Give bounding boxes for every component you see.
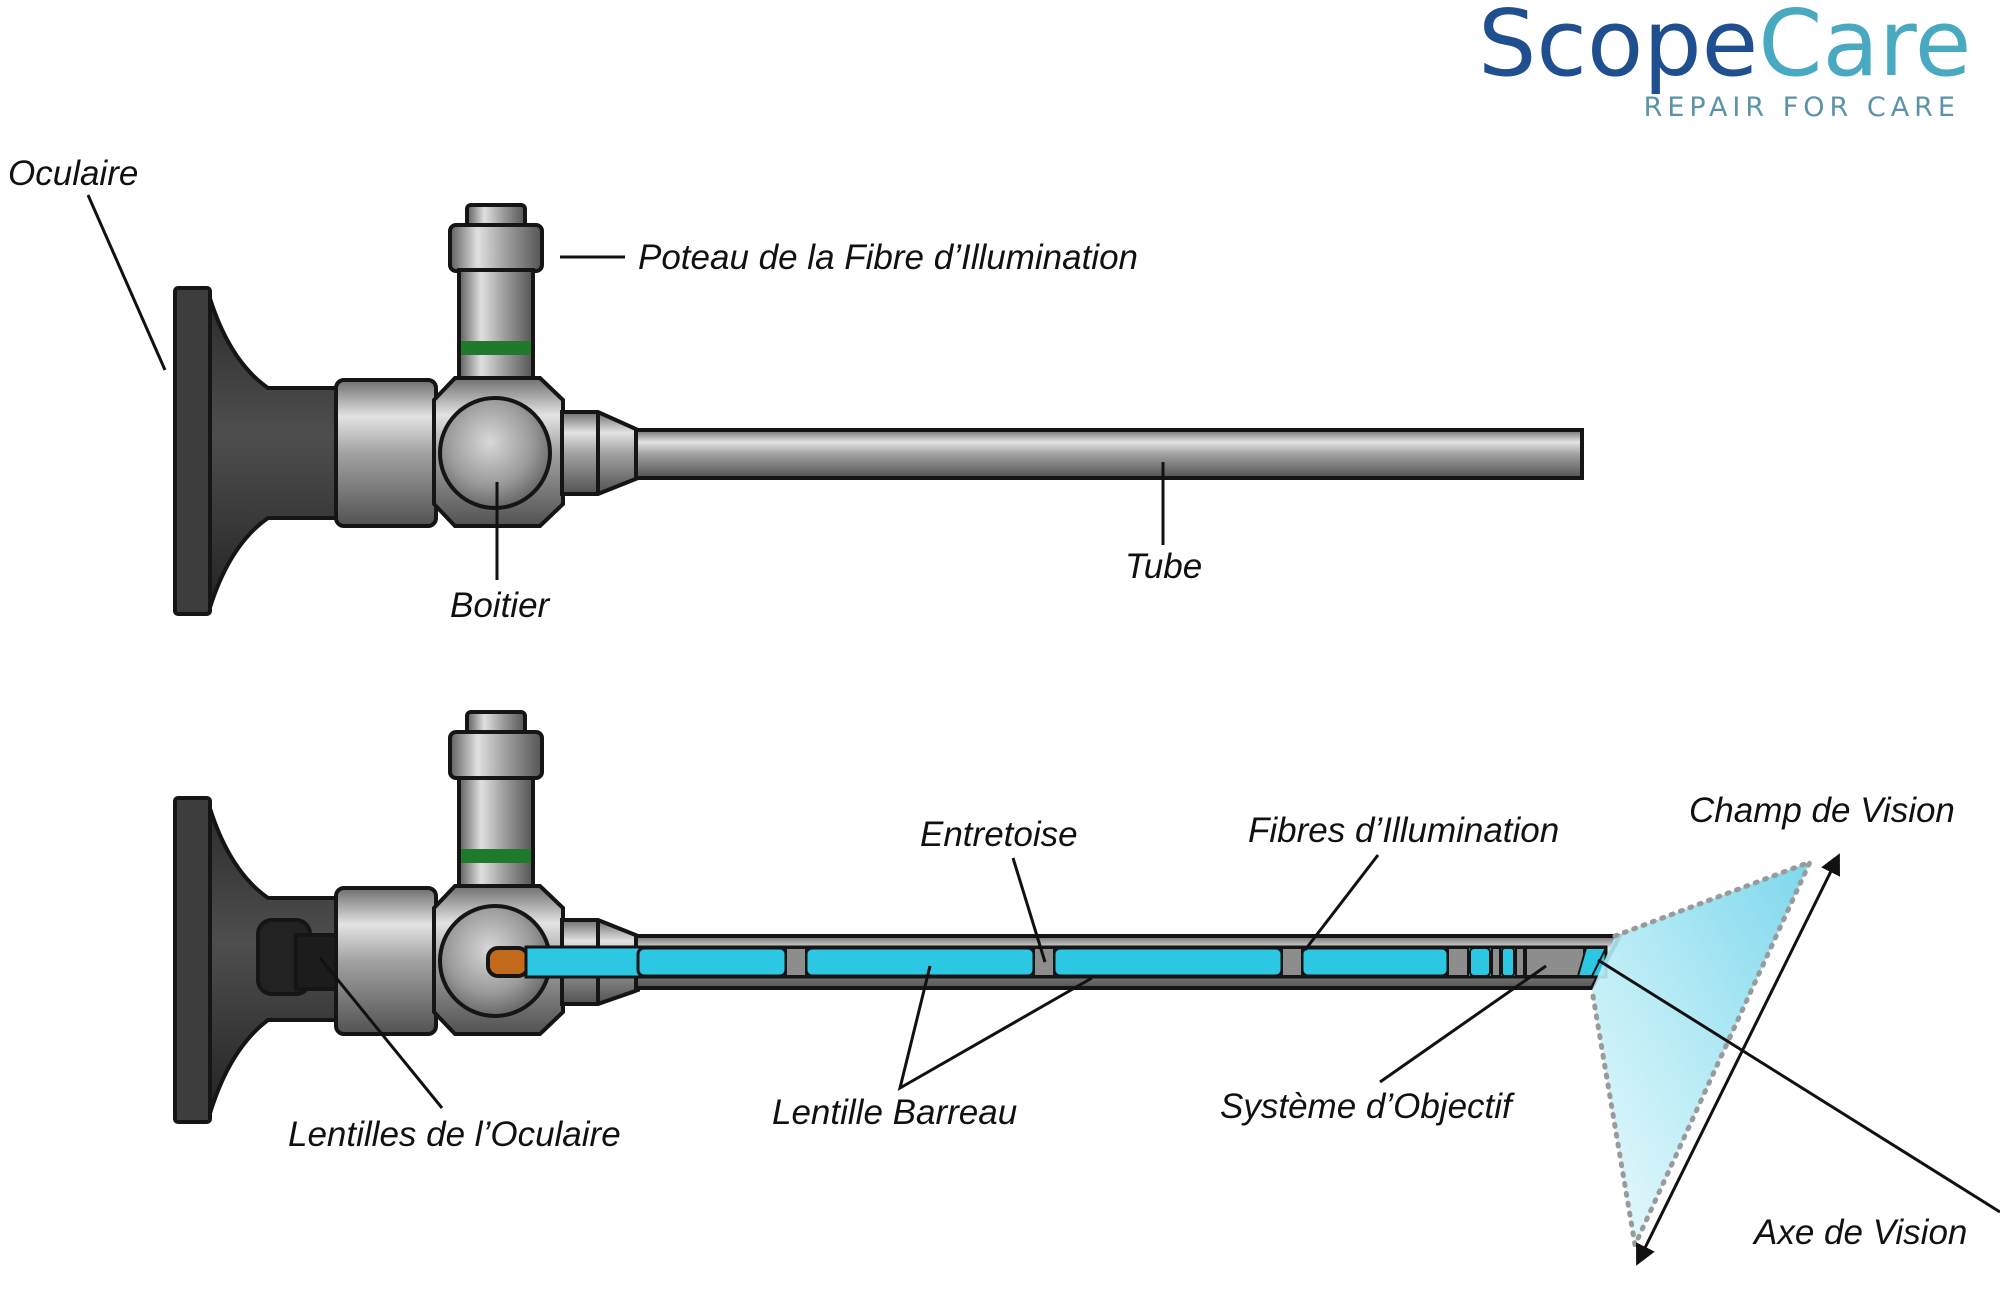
label-objective-system: Système d’Objectif <box>1220 1087 1515 1126</box>
label-spacer: Entretoise <box>920 815 1078 854</box>
green-ring <box>461 341 531 355</box>
green-ring-cutaway <box>461 849 531 863</box>
light-post-cutaway <box>448 710 544 894</box>
fiber-tip <box>486 946 530 978</box>
logo-wordmark: ScopeCare <box>1478 0 1971 97</box>
eyepiece-rim-cutaway <box>173 796 212 1124</box>
tube-shaft <box>634 428 1584 480</box>
objective-system <box>1469 947 1608 977</box>
housing-ball <box>438 396 552 510</box>
label-axis-of-view: Axe de Vision <box>1752 1213 1967 1252</box>
label-housing: Boitier <box>450 586 551 625</box>
endoscope-cutaway <box>173 710 1624 1124</box>
axis-of-view-line <box>1597 958 2000 1214</box>
logo-tagline: REPAIR FOR CARE <box>1644 92 1960 123</box>
eyepiece-rim <box>173 286 212 616</box>
eyepiece-cup <box>206 288 342 615</box>
label-eyepiece: Oculaire <box>8 154 138 193</box>
label-eyepiece-lenses: Lentilles de l’Oculaire <box>288 1115 621 1154</box>
scopecare-logo: ScopeCare REPAIR FOR CARE <box>1478 0 1971 123</box>
top-labels: Oculaire Poteau de la Fibre d’Illuminati… <box>8 154 1202 625</box>
label-illumination-fibers: Fibres d’Illumination <box>1248 811 1559 850</box>
bottom-labels: Entretoise Fibres d’Illumination Champ d… <box>288 791 1967 1252</box>
eyepiece-collar <box>334 378 438 528</box>
label-field-of-view: Champ de Vision <box>1689 791 1955 830</box>
label-tube: Tube <box>1125 547 1202 586</box>
label-light-post: Poteau de la Fibre d’Illumination <box>638 238 1138 277</box>
eyepiece-collar-cutaway <box>334 886 438 1036</box>
light-post <box>448 203 544 386</box>
endoscope-exterior <box>173 203 1584 616</box>
label-rod-lens: Lentille Barreau <box>772 1093 1017 1132</box>
field-of-view <box>1589 853 2000 1266</box>
fov-axis-arrow <box>1636 853 1840 1266</box>
